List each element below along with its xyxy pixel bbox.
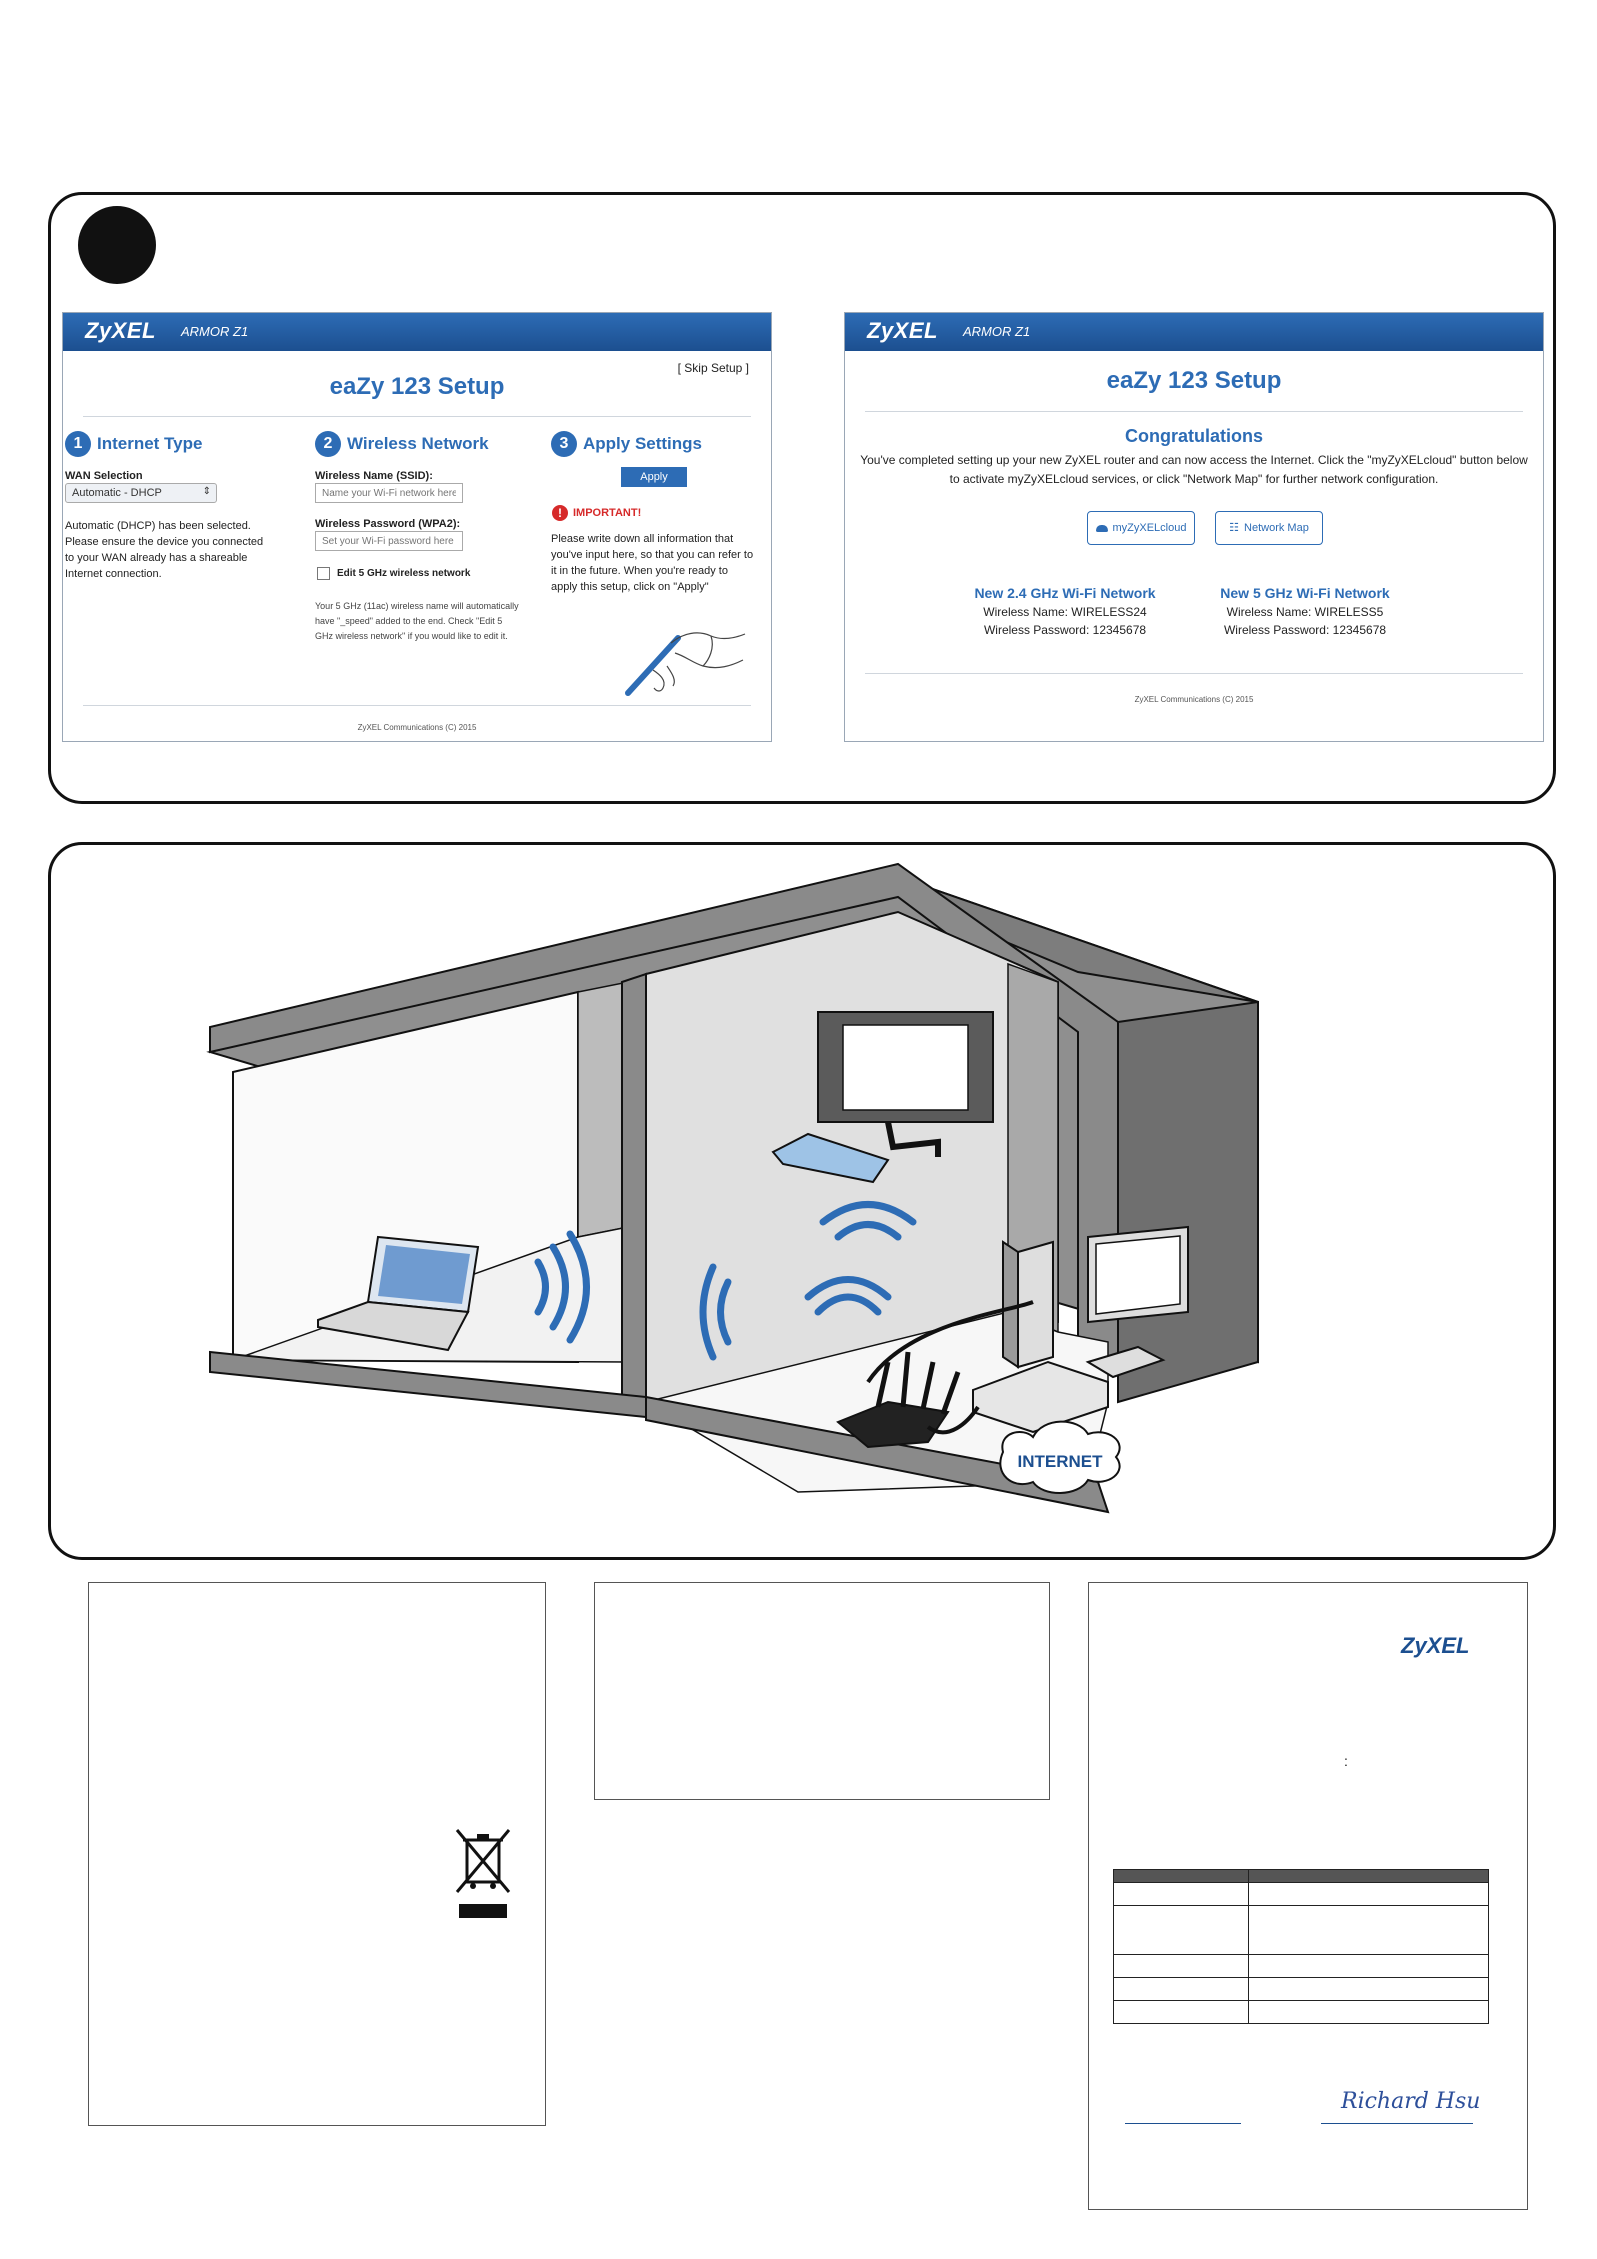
date-line bbox=[1125, 2123, 1241, 2124]
wireless-network-heading: Wireless Network bbox=[347, 434, 489, 453]
net24-name: Wireless Name: WIRELESS24 bbox=[983, 605, 1147, 619]
laptop-illustration bbox=[317, 1235, 480, 1352]
footer-divider bbox=[865, 673, 1523, 674]
step-3-badge: 3 bbox=[551, 431, 577, 457]
edit-5ghz-checkbox[interactable] bbox=[317, 567, 330, 580]
declaration-box: ZyXEL : Richard Hsu bbox=[1088, 1582, 1528, 2210]
important-label: IMPORTANT! bbox=[573, 507, 642, 519]
app-header: ZyXEL ARMOR Z1 bbox=[845, 313, 1543, 351]
congratulations-heading: Congratulations bbox=[1125, 426, 1263, 446]
internet-type-heading: Internet Type bbox=[97, 434, 203, 453]
wan-selection-value: Automatic - DHCP bbox=[72, 487, 162, 499]
network-map-label: Network Map bbox=[1244, 522, 1309, 534]
network-map-button[interactable]: ☷ Network Map bbox=[1215, 511, 1323, 545]
net5-name: Wireless Name: WIRELESS5 bbox=[1226, 605, 1384, 619]
apply-settings-heading: Apply Settings bbox=[583, 434, 703, 453]
network-map-icon: ☷ bbox=[1229, 522, 1240, 534]
page-title: eaZy 123 Setup bbox=[329, 373, 505, 400]
copyright-footer: ZyXEL Communications (C) 2015 bbox=[357, 723, 477, 732]
footer-divider bbox=[83, 705, 751, 706]
warning-icon: ! bbox=[552, 505, 568, 521]
apply-info-text: Please write down all information that y… bbox=[551, 533, 754, 593]
internet-label: INTERNET bbox=[1018, 1452, 1104, 1471]
table-row bbox=[1113, 1882, 1489, 1906]
model-name: ARMOR Z1 bbox=[963, 324, 1031, 339]
home-network-illustration: INTERNET bbox=[206, 862, 1259, 1514]
apply-button[interactable]: Apply bbox=[621, 467, 687, 487]
zyxel-logo: ZyXEL bbox=[1401, 1633, 1470, 1658]
password-label: Wireless Password (WPA2): bbox=[315, 518, 461, 530]
divider bbox=[83, 416, 751, 417]
password-input[interactable] bbox=[315, 531, 463, 551]
skip-setup-link[interactable]: [ Skip Setup ] bbox=[677, 361, 749, 375]
step-2-badge: 2 bbox=[315, 431, 341, 457]
app-header: ZyXEL ARMOR Z1 bbox=[63, 313, 771, 351]
myzyxelcloud-label: myZyXELcloud bbox=[1112, 522, 1187, 534]
step-1-badge: 1 bbox=[65, 431, 91, 457]
step-number-circle bbox=[78, 206, 156, 284]
congratulations-screen: ZyXEL ARMOR Z1 eaZy 123 Setup Congratula… bbox=[844, 312, 1544, 742]
info-box-left bbox=[88, 1582, 546, 2126]
ssid-label: Wireless Name (SSID): bbox=[315, 470, 433, 482]
info-box-middle bbox=[594, 1582, 1050, 1800]
table-row bbox=[1113, 1869, 1489, 1883]
signature-image: Richard Hsu bbox=[1341, 2089, 1481, 2114]
5ghz-note: Your 5 GHz (11ac) wireless name will aut… bbox=[315, 601, 519, 641]
router-illustration bbox=[836, 1351, 961, 1449]
declaration-table bbox=[1113, 1869, 1489, 2024]
cloud-icon bbox=[1095, 524, 1108, 532]
wan-selection-label: WAN Selection bbox=[65, 470, 143, 482]
colon-mark: : bbox=[1344, 1753, 1348, 1769]
hand-writing-illustration bbox=[625, 632, 746, 696]
signature-line bbox=[1321, 2123, 1473, 2124]
ssid-input[interactable] bbox=[315, 483, 463, 503]
table-row bbox=[1113, 1905, 1489, 1955]
dhcp-info-text: Automatic (DHCP) has been selected. Plea… bbox=[65, 520, 264, 580]
completion-message: You've completed setting up your new ZyX… bbox=[860, 453, 1528, 486]
net24-heading: New 2.4 GHz Wi-Fi Network bbox=[974, 585, 1156, 601]
net5-password: Wireless Password: 12345678 bbox=[1223, 623, 1387, 637]
table-row bbox=[1113, 1954, 1489, 1978]
chevron-updown-icon: ⇕ bbox=[202, 486, 211, 497]
myzyxelcloud-button[interactable]: myZyXELcloud bbox=[1087, 511, 1195, 545]
setup-wizard-screen: ZyXEL ARMOR Z1 [ Skip Setup ] eaZy 123 S… bbox=[62, 312, 772, 742]
divider bbox=[865, 411, 1523, 412]
zyxel-logo: ZyXEL bbox=[867, 318, 938, 343]
net24-password: Wireless Password: 12345678 bbox=[983, 623, 1147, 637]
zyxel-logo: ZyXEL bbox=[85, 318, 156, 343]
table-row bbox=[1113, 1977, 1489, 2001]
net5-heading: New 5 GHz Wi-Fi Network bbox=[1220, 585, 1390, 601]
edit-5ghz-label: Edit 5 GHz wireless network bbox=[337, 568, 471, 579]
weee-bin-icon bbox=[455, 1829, 511, 1918]
copyright-footer: ZyXEL Communications (C) 2015 bbox=[1134, 695, 1254, 704]
table-row bbox=[1113, 2000, 1489, 2024]
desktop-pc-illustration bbox=[1002, 1225, 1189, 1379]
wan-selection-dropdown[interactable]: Automatic - DHCP ⇕ bbox=[65, 483, 217, 503]
model-name: ARMOR Z1 bbox=[181, 324, 249, 339]
tv-illustration bbox=[817, 1011, 994, 1157]
page-title: eaZy 123 Setup bbox=[1106, 367, 1282, 394]
